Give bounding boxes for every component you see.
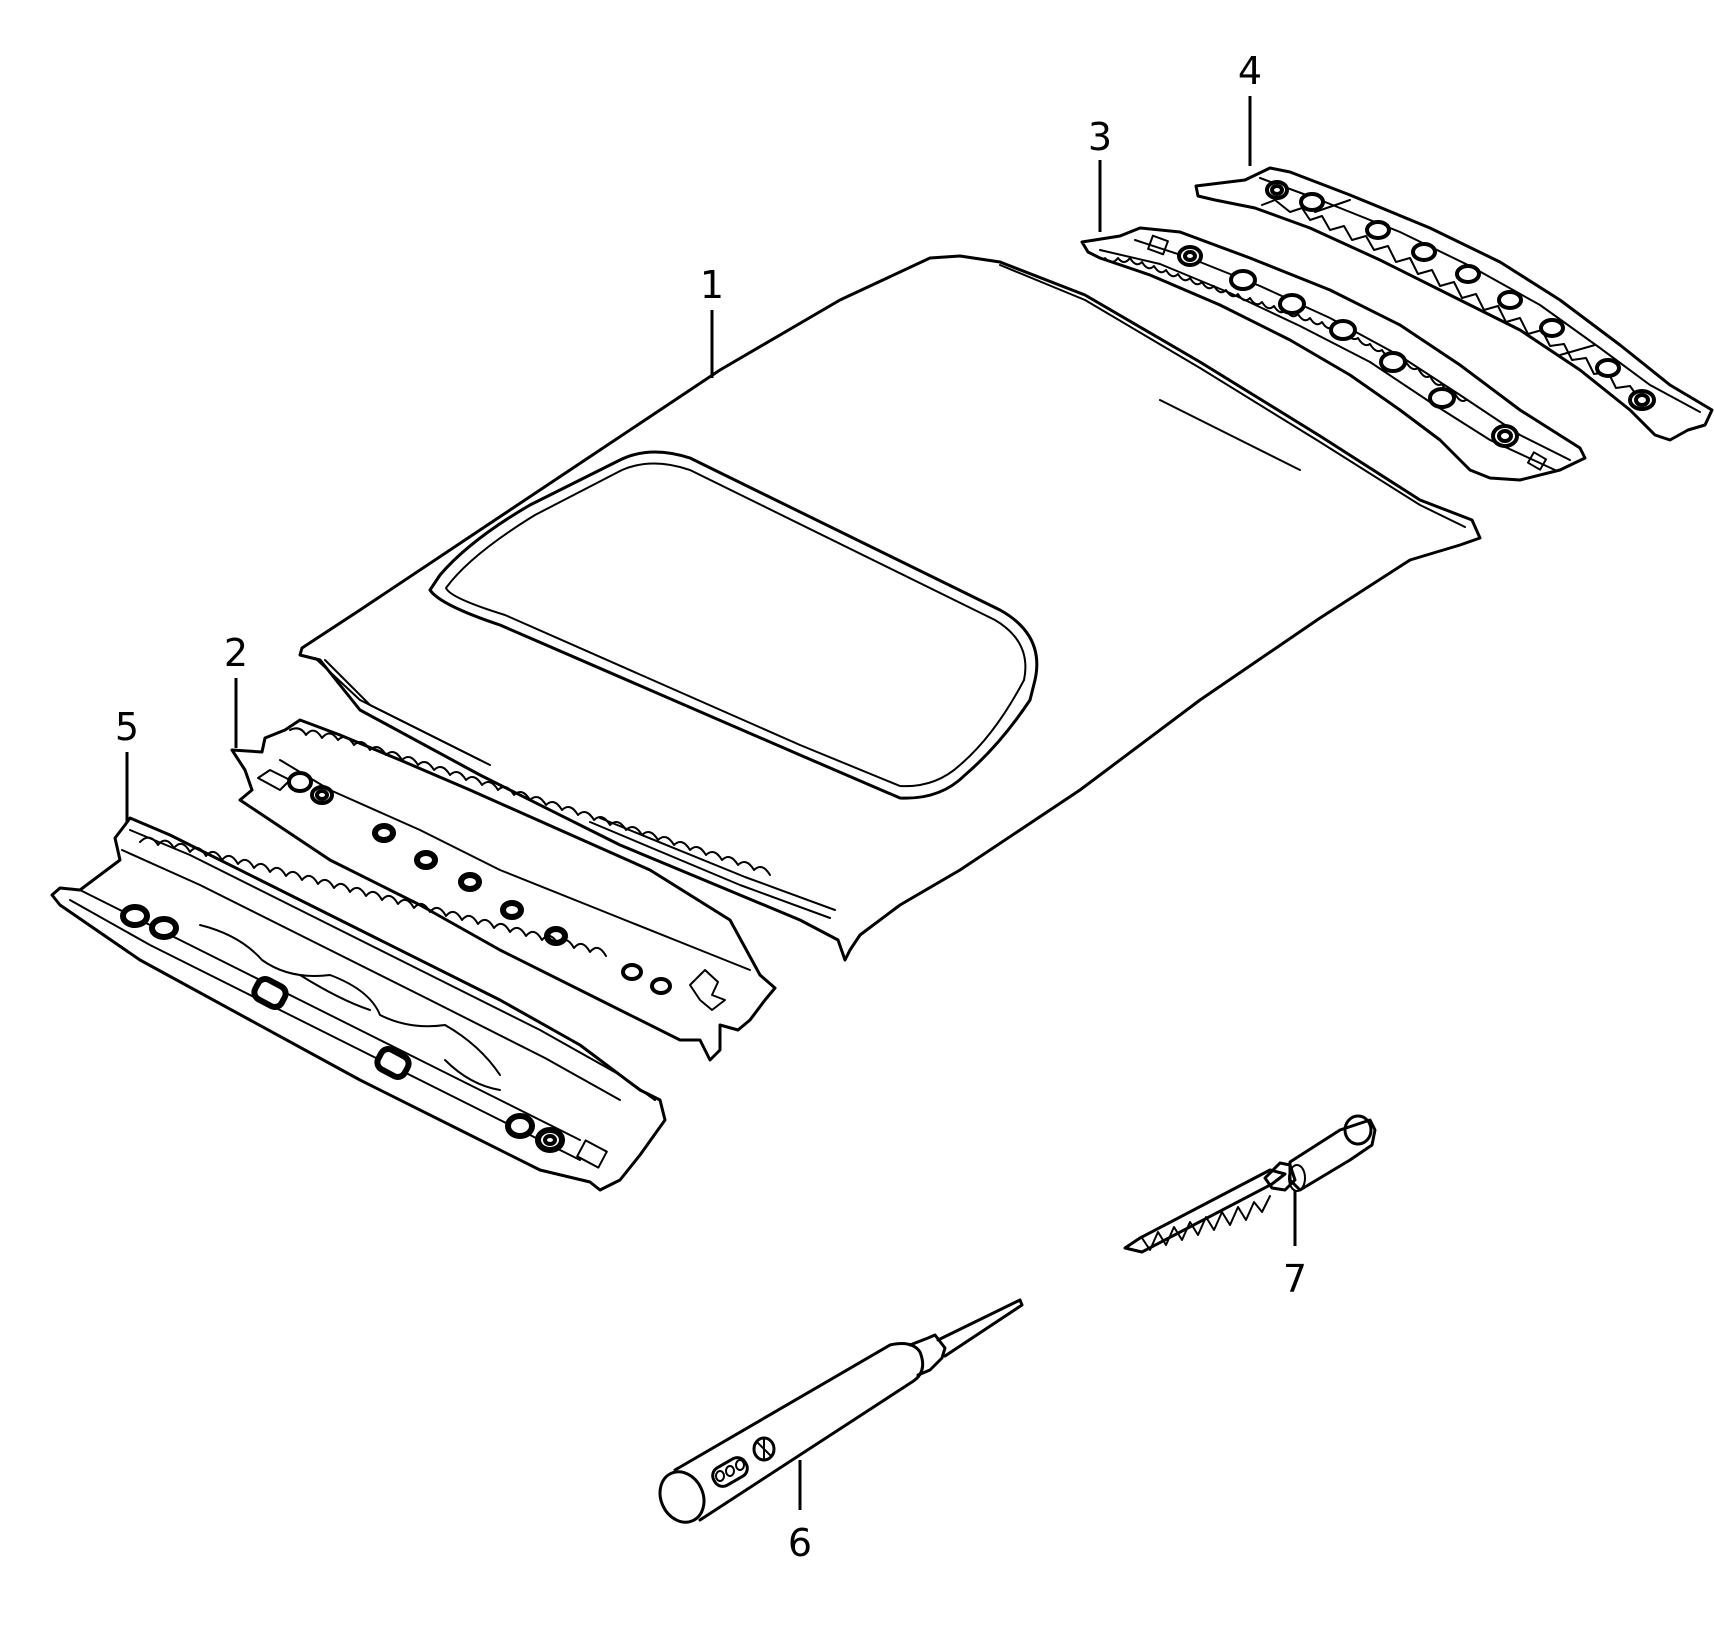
front-windshield-frame [50,752,667,1192]
rear-roof-cross-member-inner [1080,160,1587,482]
callout-7: 7 [1283,1257,1307,1301]
roof-panel [298,254,1482,962]
rear-roof-cross-member-outer [1194,96,1714,442]
callout-3: 3 [1088,115,1112,159]
front-roof-cross-member [230,678,777,1062]
adhesive-cartridge [658,1298,1024,1524]
callout-1: 1 [700,263,724,307]
callout-5: 5 [115,705,139,749]
rivet-pin [1123,1114,1377,1254]
callout-4: 4 [1238,49,1262,93]
callout-2: 2 [224,631,248,675]
callout-6: 6 [788,1521,812,1565]
